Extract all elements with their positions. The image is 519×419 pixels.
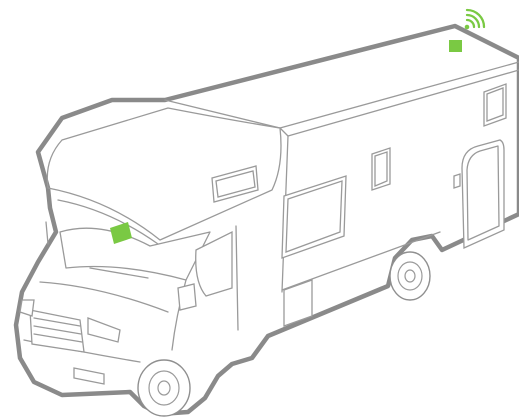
side-window-small-inner — [375, 152, 387, 186]
rear-window-inner — [487, 88, 503, 121]
front-antenna — [46, 222, 48, 244]
rear-wheel — [390, 252, 430, 300]
vehicle-silhouette — [16, 26, 519, 414]
roof-sensor-icon — [449, 40, 462, 52]
door-handle — [454, 174, 460, 188]
front-wheel — [138, 360, 190, 416]
side-mirror — [178, 284, 196, 310]
wifi-signal-icon — [465, 10, 484, 29]
